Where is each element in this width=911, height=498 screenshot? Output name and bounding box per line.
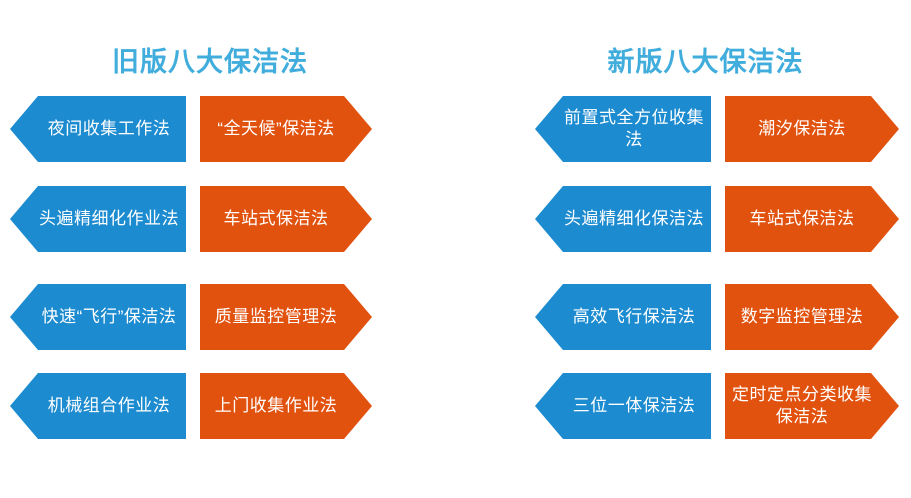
method-label: 车站式保洁法 <box>223 209 329 228</box>
method-label: 上门收集作业法 <box>214 396 338 415</box>
method-label: 质量监控管理法 <box>214 307 338 326</box>
panel-new-version: 新版八大保洁法 前置式全方位收集法 潮汐保洁法 头遍精细化保洁法 车站式保洁法 … <box>500 0 911 498</box>
method-chevron-old-2-blue[interactable]: 头遍精细化作业法 <box>10 186 186 252</box>
method-chevron-new-2-blue[interactable]: 头遍精细化保洁法 <box>535 186 711 252</box>
panel-new-row-1: 前置式全方位收集法 潮汐保洁法 <box>500 96 911 162</box>
panel-old-version: 旧版八大保洁法 夜间收集工作法 “全天候”保洁法 头遍精细化作业法 车站式保洁法… <box>0 0 455 498</box>
method-label: 头遍精细化保洁法 <box>564 209 704 228</box>
panel-title-new-version: 新版八大保洁法 <box>607 47 804 77</box>
method-label: 潮汐保洁法 <box>758 119 846 138</box>
method-chevron-old-1-orange[interactable]: “全天候”保洁法 <box>200 96 372 162</box>
method-label: 快速“飞行”保洁法 <box>41 307 177 326</box>
method-label: 三位一体保洁法 <box>572 396 696 415</box>
method-chevron-new-4-blue[interactable]: 三位一体保洁法 <box>535 373 711 439</box>
panel-new-row-2: 头遍精细化保洁法 车站式保洁法 <box>500 186 911 252</box>
method-chevron-old-3-orange[interactable]: 质量监控管理法 <box>200 284 372 350</box>
method-chevron-new-3-blue[interactable]: 高效飞行保洁法 <box>535 284 711 350</box>
panel-old-row-4: 机械组合作业法 上门收集作业法 <box>0 373 455 439</box>
method-label: 定时定点分类收集保洁法 <box>732 385 872 426</box>
method-chevron-old-1-blue[interactable]: 夜间收集工作法 <box>10 96 186 162</box>
method-label: 高效飞行保洁法 <box>572 307 696 326</box>
method-chevron-old-4-blue[interactable]: 机械组合作业法 <box>10 373 186 439</box>
method-chevron-new-1-orange[interactable]: 潮汐保洁法 <box>725 96 899 162</box>
panel-new-row-3: 高效飞行保洁法 数字监控管理法 <box>500 284 911 350</box>
method-label: 头遍精细化作业法 <box>39 209 179 228</box>
panel-old-row-3: 快速“飞行”保洁法 质量监控管理法 <box>0 284 455 350</box>
panel-new-row-4: 三位一体保洁法 定时定点分类收集保洁法 <box>500 373 911 439</box>
panel-old-row-1: 夜间收集工作法 “全天候”保洁法 <box>0 96 455 162</box>
method-label: 夜间收集工作法 <box>47 119 171 138</box>
method-label: 数字监控管理法 <box>740 307 864 326</box>
method-label: 车站式保洁法 <box>749 209 855 228</box>
method-chevron-new-4-orange[interactable]: 定时定点分类收集保洁法 <box>725 373 899 439</box>
method-chevron-new-3-orange[interactable]: 数字监控管理法 <box>725 284 899 350</box>
method-chevron-old-4-orange[interactable]: 上门收集作业法 <box>200 373 372 439</box>
method-chevron-old-3-blue[interactable]: 快速“飞行”保洁法 <box>10 284 186 350</box>
method-chevron-old-2-orange[interactable]: 车站式保洁法 <box>200 186 372 252</box>
method-label: 机械组合作业法 <box>47 396 171 415</box>
method-chevron-new-1-blue[interactable]: 前置式全方位收集法 <box>535 96 711 162</box>
method-chevron-new-2-orange[interactable]: 车站式保洁法 <box>725 186 899 252</box>
panel-old-row-2: 头遍精细化作业法 车站式保洁法 <box>0 186 455 252</box>
panel-title-old-version: 旧版八大保洁法 <box>112 47 308 77</box>
method-label: 前置式全方位收集法 <box>564 108 704 149</box>
method-label: “全天候”保洁法 <box>217 119 335 138</box>
